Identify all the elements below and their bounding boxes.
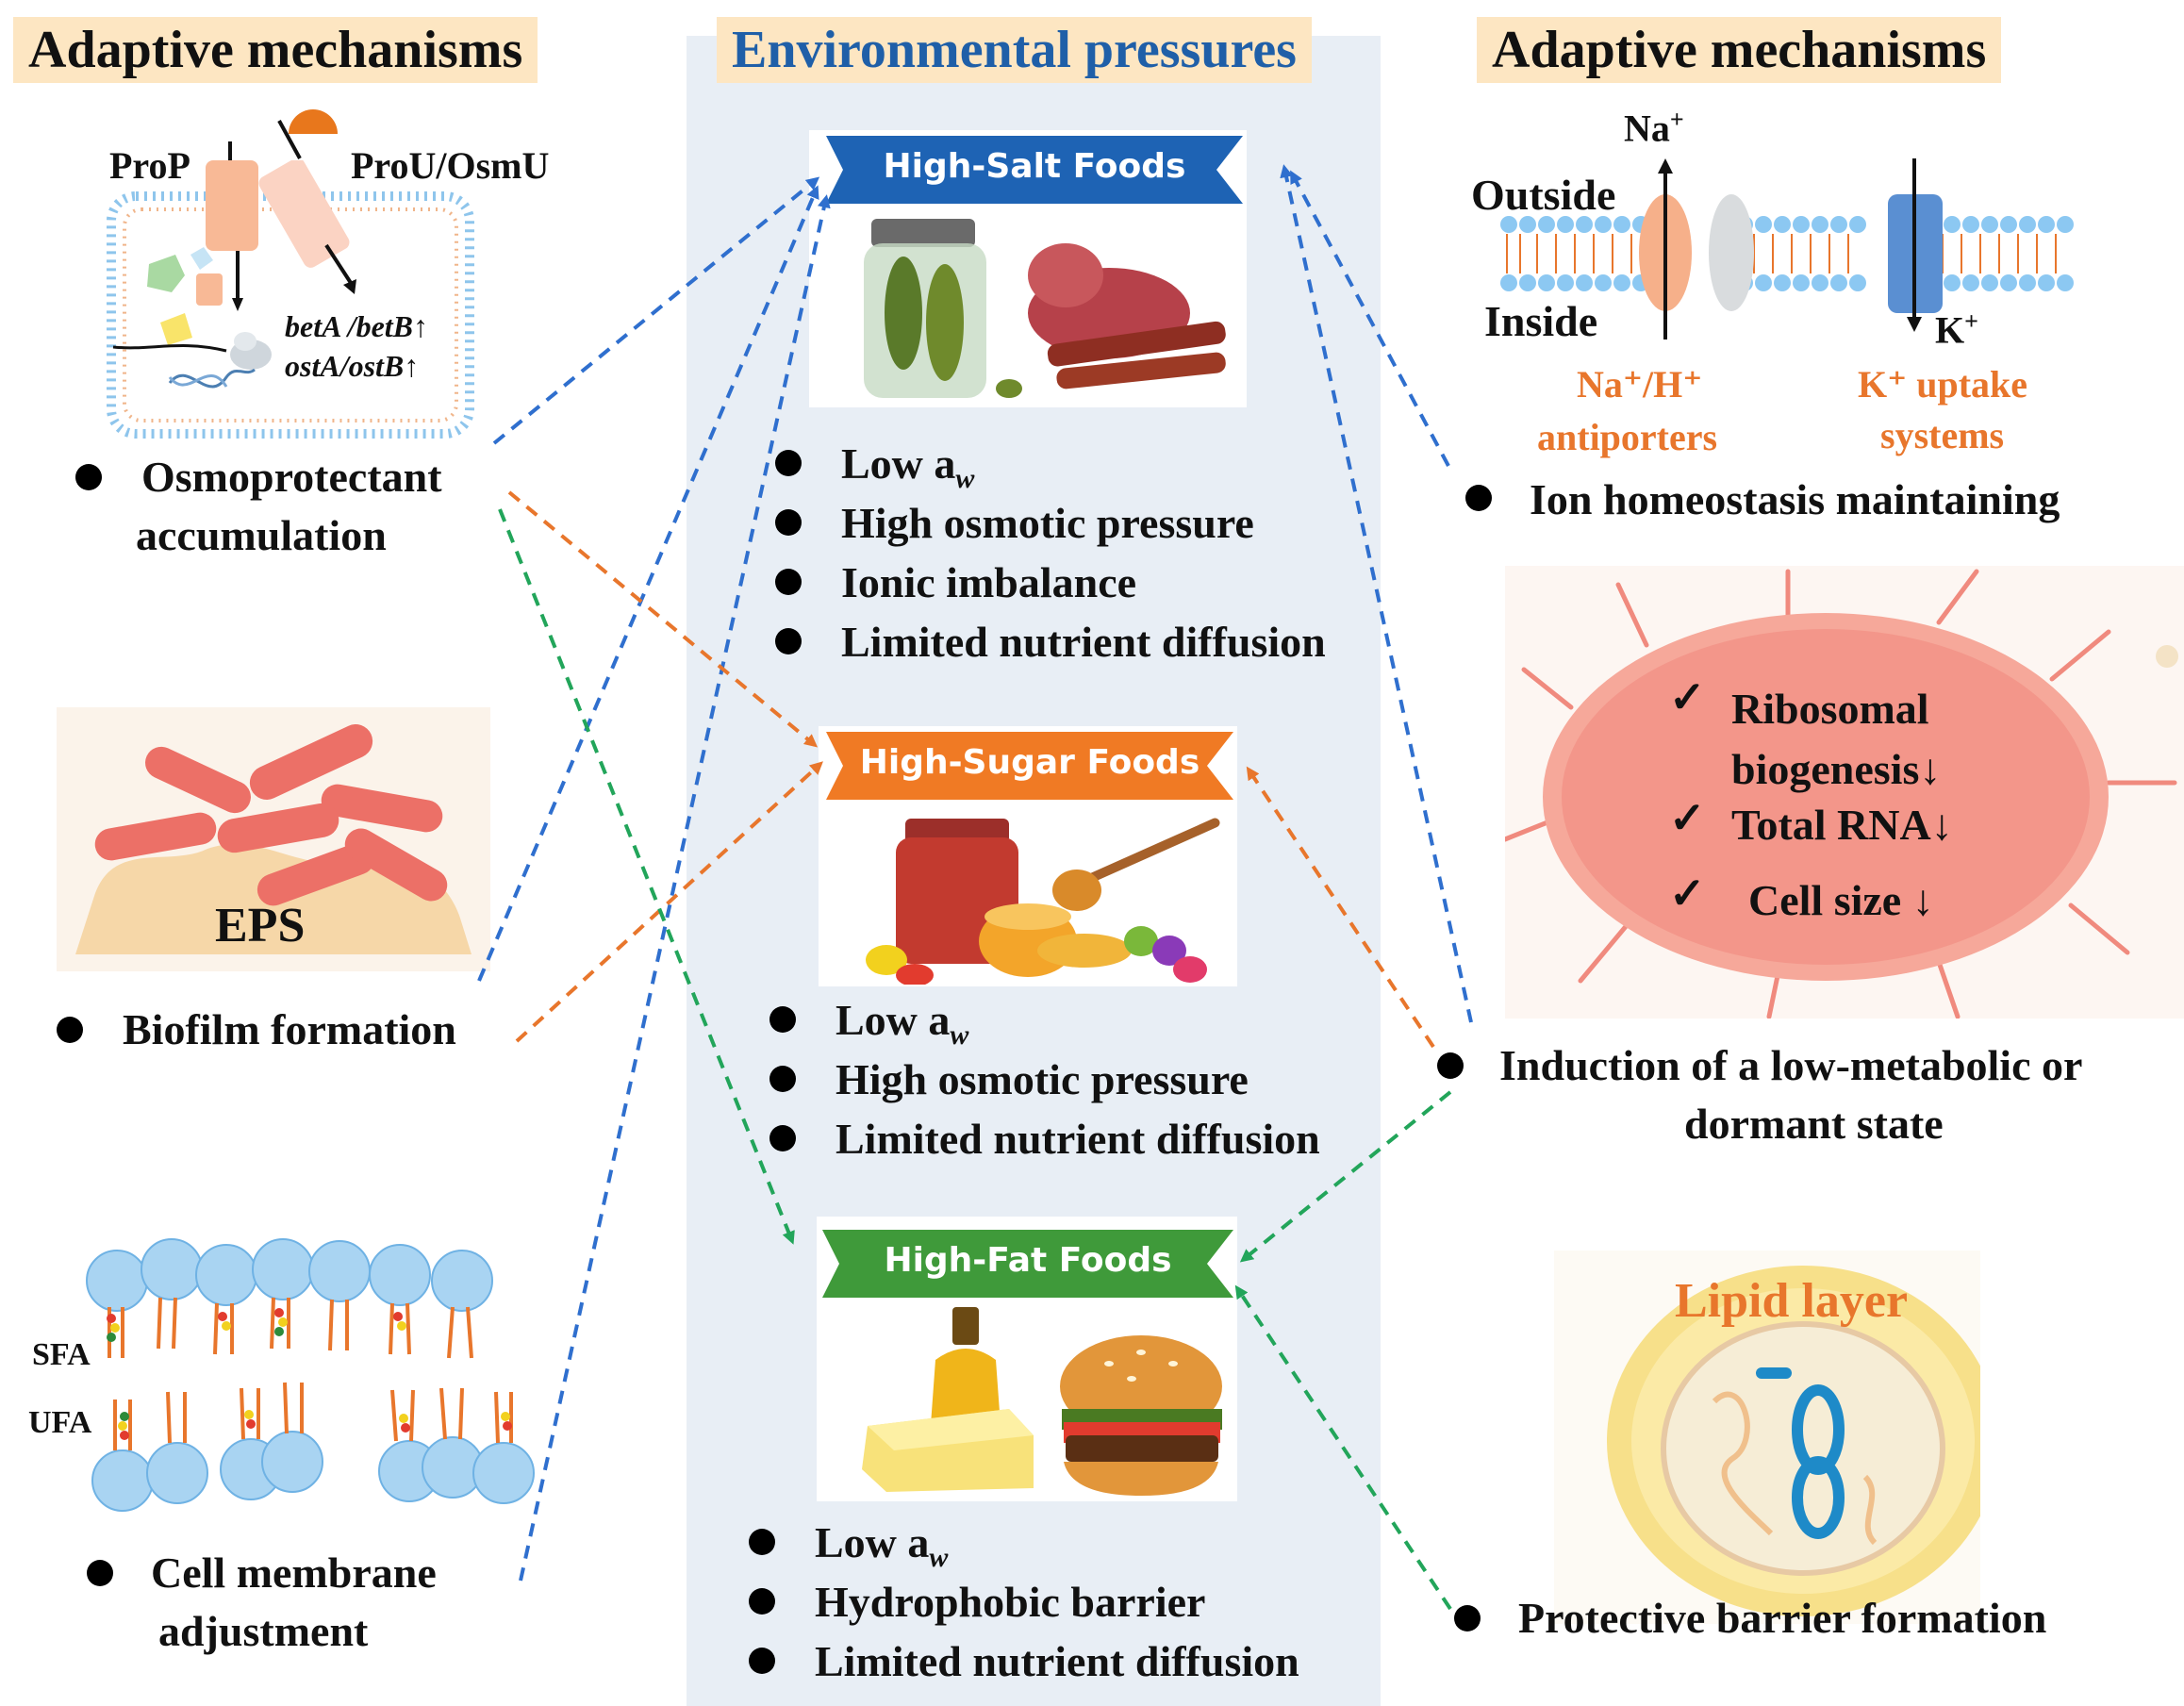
arrow-ion-to-salt [1290,170,1450,467]
lipid-layer-illustration [1554,1251,1980,1624]
bullet-dot [1437,1052,1464,1079]
ion-membrane-illustration [1500,158,2074,340]
bullet-dot [749,1648,775,1674]
arrow-osmo-to-salt [492,176,820,445]
arrow-membrane-to-salt [519,194,831,1582]
check-mark-icon: ✓ [1669,671,1706,722]
fat-pressure-list: Low aw Hydrophobic barrier Limited nutri… [749,1513,1299,1691]
bullet-dot [75,464,102,490]
pressure-item: High osmotic pressure [769,1050,1320,1109]
mechanism-osmoprotectant-line2: accumulation [136,511,387,559]
salt-food-icon [864,219,1226,398]
pressure-item: Limited nutrient diffusion [769,1109,1320,1168]
bullet-dot [749,1588,775,1615]
biofilm-illustration [57,707,490,971]
eps-label: EPS [215,899,306,952]
antiporter-label-line1: Na⁺/H⁺ [1577,363,1703,406]
mechanism-osmoprotectant-line1: Osmoprotectant [141,453,442,501]
ion-inside-label: Inside [1484,297,1598,345]
salt-banner-ribbon [826,136,1243,204]
pressure-item: Limited nutrient diffusion [749,1631,1299,1691]
bullet-dot [769,1066,796,1092]
mechanism-membrane-line2: adjustment [158,1607,369,1655]
arrow-osmo-to-fat [498,508,795,1245]
header-right: Adaptive mechanisms [1477,17,2002,83]
prop-label: ProP [109,144,190,187]
mechanism-membrane-line1: Cell membrane [151,1549,437,1597]
pressure-item: Low aw [769,990,1320,1051]
ion-k-label: K+ [1935,307,1978,352]
mechanism-dormant-line1: Induction of a low-metabolic or [1499,1041,2083,1089]
check-mark-icon: ✓ [1669,792,1706,843]
fat-food-icon [862,1307,1222,1496]
mechanism-dormant-line2: dormant state [1684,1100,1944,1148]
arrow-biofilm-to-sugar [515,761,823,1043]
pressure-item: Limited nutrient diffusion [775,612,1326,671]
bullet-dot [749,1529,775,1555]
mechanism-lipid-barrier: Protective barrier formation [1518,1594,2047,1642]
pressure-item: Low aw [749,1513,1299,1573]
bullet-dot [775,450,802,476]
bullet-dot [769,1125,796,1151]
lipid-layer-label: Lipid layer [1675,1274,1909,1328]
uptake-label-line2: systems [1880,414,2005,456]
prou-label: ProU/OsmU [351,144,550,187]
fat-banner-label: High-Fat Foods [884,1241,1172,1280]
ion-outside-label: Outside [1471,171,1616,219]
check-label: Cell size ↓ [1748,876,1934,924]
bullet-dot [775,509,802,536]
sfa-label: SFA [32,1337,91,1372]
header-center: Environmental pressures [717,17,1312,83]
fat-banner-ribbon [822,1230,1233,1298]
bullet-dot [769,1006,796,1033]
osmoprotectant-illustration [107,109,474,439]
check-label: Total RNA↓ [1731,801,1953,849]
dormant-cell-illustration [1505,566,2184,1019]
bullet-dot [775,628,802,654]
check-label: Ribosomal biogenesis↓ [1731,685,1942,793]
salt-pressure-list: Low aw High osmotic pressure Ionic imbal… [775,434,1326,671]
sugar-pressure-list: Low aw High osmotic pressure Limited nut… [769,990,1320,1168]
gene-label-beta: betA /betB↑ [285,309,428,343]
arrow-dormant-to-salt [1280,164,1473,1023]
bullet-dot [1465,485,1492,511]
arrow-biofilm-to-salt [477,185,819,982]
antiporter-label-line2: antiporters [1537,416,1718,458]
header-left: Adaptive mechanisms [13,17,538,83]
bullet-dot [775,569,802,595]
arrow-dormant-to-fat [1239,1090,1452,1263]
sugar-banner-ribbon [826,732,1233,800]
bullet-dot [57,1017,83,1043]
bullet-dot [1454,1605,1481,1631]
arrow-lipid-to-fat [1234,1284,1452,1611]
pressure-item: Ionic imbalance [775,553,1326,612]
mechanism-ion-homeostasis: Ion homeostasis maintaining [1530,475,2060,523]
salt-banner-label: High-Salt Foods [883,147,1186,186]
mechanism-biofilm: Biofilm formation [123,1005,456,1053]
pressure-item: Low aw [775,434,1326,494]
sugar-food-icon [866,818,1220,985]
gene-label-osta: ostA/ostB↑ [285,349,420,383]
check-mark-icon: ✓ [1669,868,1706,919]
bullet-dot [87,1560,113,1586]
sugar-banner-label: High-Sugar Foods [859,743,1200,782]
ufa-label: UFA [28,1405,92,1440]
pressure-item: High osmotic pressure [775,493,1326,553]
ion-na-label: Na+ [1624,106,1684,150]
uptake-label-line1: K⁺ uptake [1858,363,2028,406]
arrow-osmo-to-sugar [507,490,819,748]
membrane-illustration [86,1238,535,1512]
pressure-item: Hydrophobic barrier [749,1572,1299,1631]
arrow-dormant-to-sugar [1246,766,1435,1049]
